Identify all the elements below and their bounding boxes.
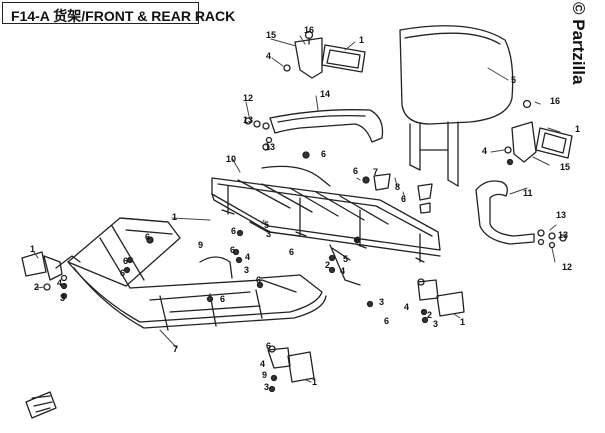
callout-3: 3 [60, 293, 65, 303]
callout-6: 6 [220, 294, 225, 304]
callout-15: 15 [560, 162, 570, 172]
front-grab-bar [475, 180, 567, 249]
callout-5: 5 [511, 75, 516, 85]
callout-6: 6 [123, 256, 128, 266]
callout-6: 6 [289, 247, 294, 257]
callout-1: 1 [575, 124, 580, 134]
callout-7: 7 [173, 344, 178, 354]
rear-reflector-right [504, 99, 573, 163]
front-reflector-bottom [267, 345, 315, 383]
callout-6: 6 [266, 341, 271, 351]
callout-6: 6 [401, 194, 406, 204]
callout-1: 1 [359, 35, 364, 45]
callout-16: 16 [550, 96, 560, 106]
callout-11: 11 [523, 188, 533, 198]
callout-4: 4 [482, 146, 487, 156]
callout-6: 6 [230, 245, 235, 255]
callout-12: 12 [562, 262, 572, 272]
callout-13: 13 [243, 115, 253, 125]
callout-5: 5 [343, 254, 348, 264]
callout-14: 14 [320, 89, 330, 99]
callout-13: 13 [265, 142, 275, 152]
page-title: F14-A 货架/FRONT & REAR RACK [11, 8, 236, 24]
callout-15: 15 [266, 30, 276, 40]
callout-6: 6 [231, 226, 236, 236]
fasteners [60, 151, 514, 393]
callout-6: 6 [321, 149, 326, 159]
callout-6: 6 [256, 275, 261, 285]
lens-icon [25, 391, 57, 419]
callout-4: 4 [245, 252, 250, 262]
callout-7: 7 [373, 167, 378, 177]
callout-13: 13 [558, 230, 568, 240]
callout-4: 4 [340, 266, 345, 276]
callout-3: 3 [433, 319, 438, 329]
callout-16: 16 [304, 25, 314, 35]
callout-9: 9 [262, 370, 267, 380]
callout-13: 13 [556, 210, 566, 220]
callout-1: 1 [172, 212, 177, 222]
callout-3: 3 [266, 229, 271, 239]
callout-4: 4 [404, 302, 409, 312]
rear-reflector-lower [417, 278, 465, 317]
callout-leaders [33, 35, 561, 383]
callout-4: 4 [57, 278, 62, 288]
callout-3: 3 [244, 265, 249, 275]
callout-1: 1 [312, 377, 317, 387]
callout-6: 6 [145, 232, 150, 242]
callout-3: 3 [379, 297, 384, 307]
callout-4: 4 [260, 359, 265, 369]
callout-8: 8 [395, 182, 400, 192]
rear-reflector-upper [283, 30, 366, 79]
backrest [399, 25, 514, 187]
callout-1: 1 [460, 317, 465, 327]
callout-9: 9 [198, 240, 203, 250]
callout-2: 2 [325, 260, 330, 270]
callout-6: 6 [355, 235, 360, 245]
grommets [373, 173, 433, 214]
callout-3: 3 [264, 382, 269, 392]
callout-5: 5 [264, 220, 269, 230]
callout-6: 6 [384, 316, 389, 326]
rear-rack [211, 165, 441, 286]
callout-2: 2 [34, 282, 39, 292]
callout-10: 10 [226, 154, 236, 164]
callout-12: 12 [243, 93, 253, 103]
grab-handle [244, 109, 384, 151]
callout-6: 6 [120, 268, 125, 278]
callout-4: 4 [266, 51, 271, 61]
callout-2: 2 [427, 310, 432, 320]
title-box: F14-A 货架/FRONT & REAR RACK [2, 2, 235, 24]
callout-1: 1 [30, 244, 35, 254]
callout-6: 6 [353, 166, 358, 176]
